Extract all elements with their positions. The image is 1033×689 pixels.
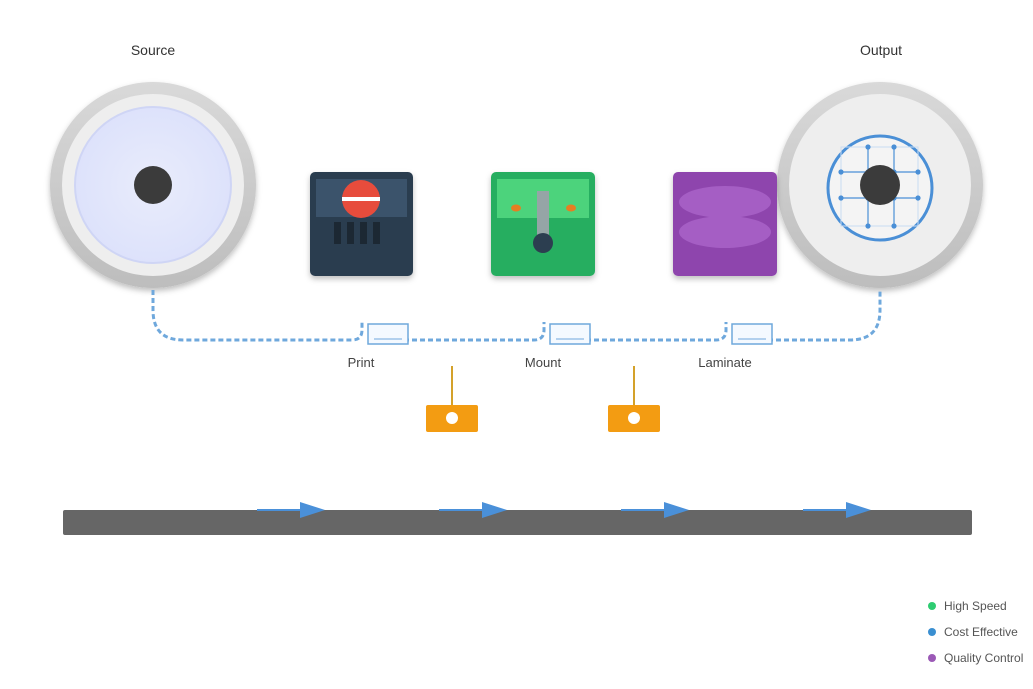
stage-label-mount: Mount bbox=[524, 355, 562, 370]
legend-item-cost-effective: Cost Effective bbox=[928, 619, 1023, 645]
source-roll bbox=[50, 82, 256, 288]
laminate-unit[interactable] bbox=[673, 172, 777, 276]
laminate-roller-top-icon bbox=[679, 186, 771, 218]
source-label: Source bbox=[130, 42, 176, 58]
sensor-1[interactable] bbox=[426, 366, 478, 432]
legend-dot-icon bbox=[928, 628, 936, 636]
legend-label: Cost Effective bbox=[944, 625, 1018, 639]
output-core bbox=[860, 165, 900, 205]
mount-arm-icon bbox=[537, 191, 549, 239]
web-guide-mount bbox=[549, 323, 591, 345]
flow-arrow-icon bbox=[439, 502, 507, 518]
output-label: Output bbox=[859, 42, 903, 58]
output-roll bbox=[777, 82, 983, 288]
print-unit[interactable] bbox=[310, 172, 413, 276]
web-guide-print bbox=[367, 323, 409, 345]
legend-dot-icon bbox=[928, 654, 936, 662]
web-path bbox=[151, 290, 882, 342]
flow-arrow-icon bbox=[621, 502, 689, 518]
legend-item-quality-control: Quality Control bbox=[928, 645, 1023, 671]
conveyor-belt bbox=[63, 510, 972, 535]
sensor-eye-icon bbox=[628, 412, 640, 424]
web-guide-laminate bbox=[731, 323, 773, 345]
stage-label-print: Print bbox=[347, 355, 375, 370]
legend: High Speed Cost Effective Quality Contro… bbox=[928, 593, 1023, 671]
flow-arrow-icon bbox=[803, 502, 871, 518]
legend-dot-icon bbox=[928, 602, 936, 610]
flow-arrows bbox=[257, 502, 871, 518]
mount-unit[interactable] bbox=[491, 172, 595, 276]
laminate-roller-bottom-icon bbox=[679, 216, 771, 248]
legend-label: Quality Control bbox=[944, 651, 1024, 665]
sensor-eye-icon bbox=[446, 412, 458, 424]
legend-label: High Speed bbox=[944, 599, 1007, 613]
source-core bbox=[134, 166, 172, 204]
legend-item-high-speed: High Speed bbox=[928, 593, 1023, 619]
stage-label-laminate: Laminate bbox=[698, 355, 752, 370]
sensor-2[interactable] bbox=[608, 366, 660, 432]
flow-arrow-icon bbox=[257, 502, 325, 518]
